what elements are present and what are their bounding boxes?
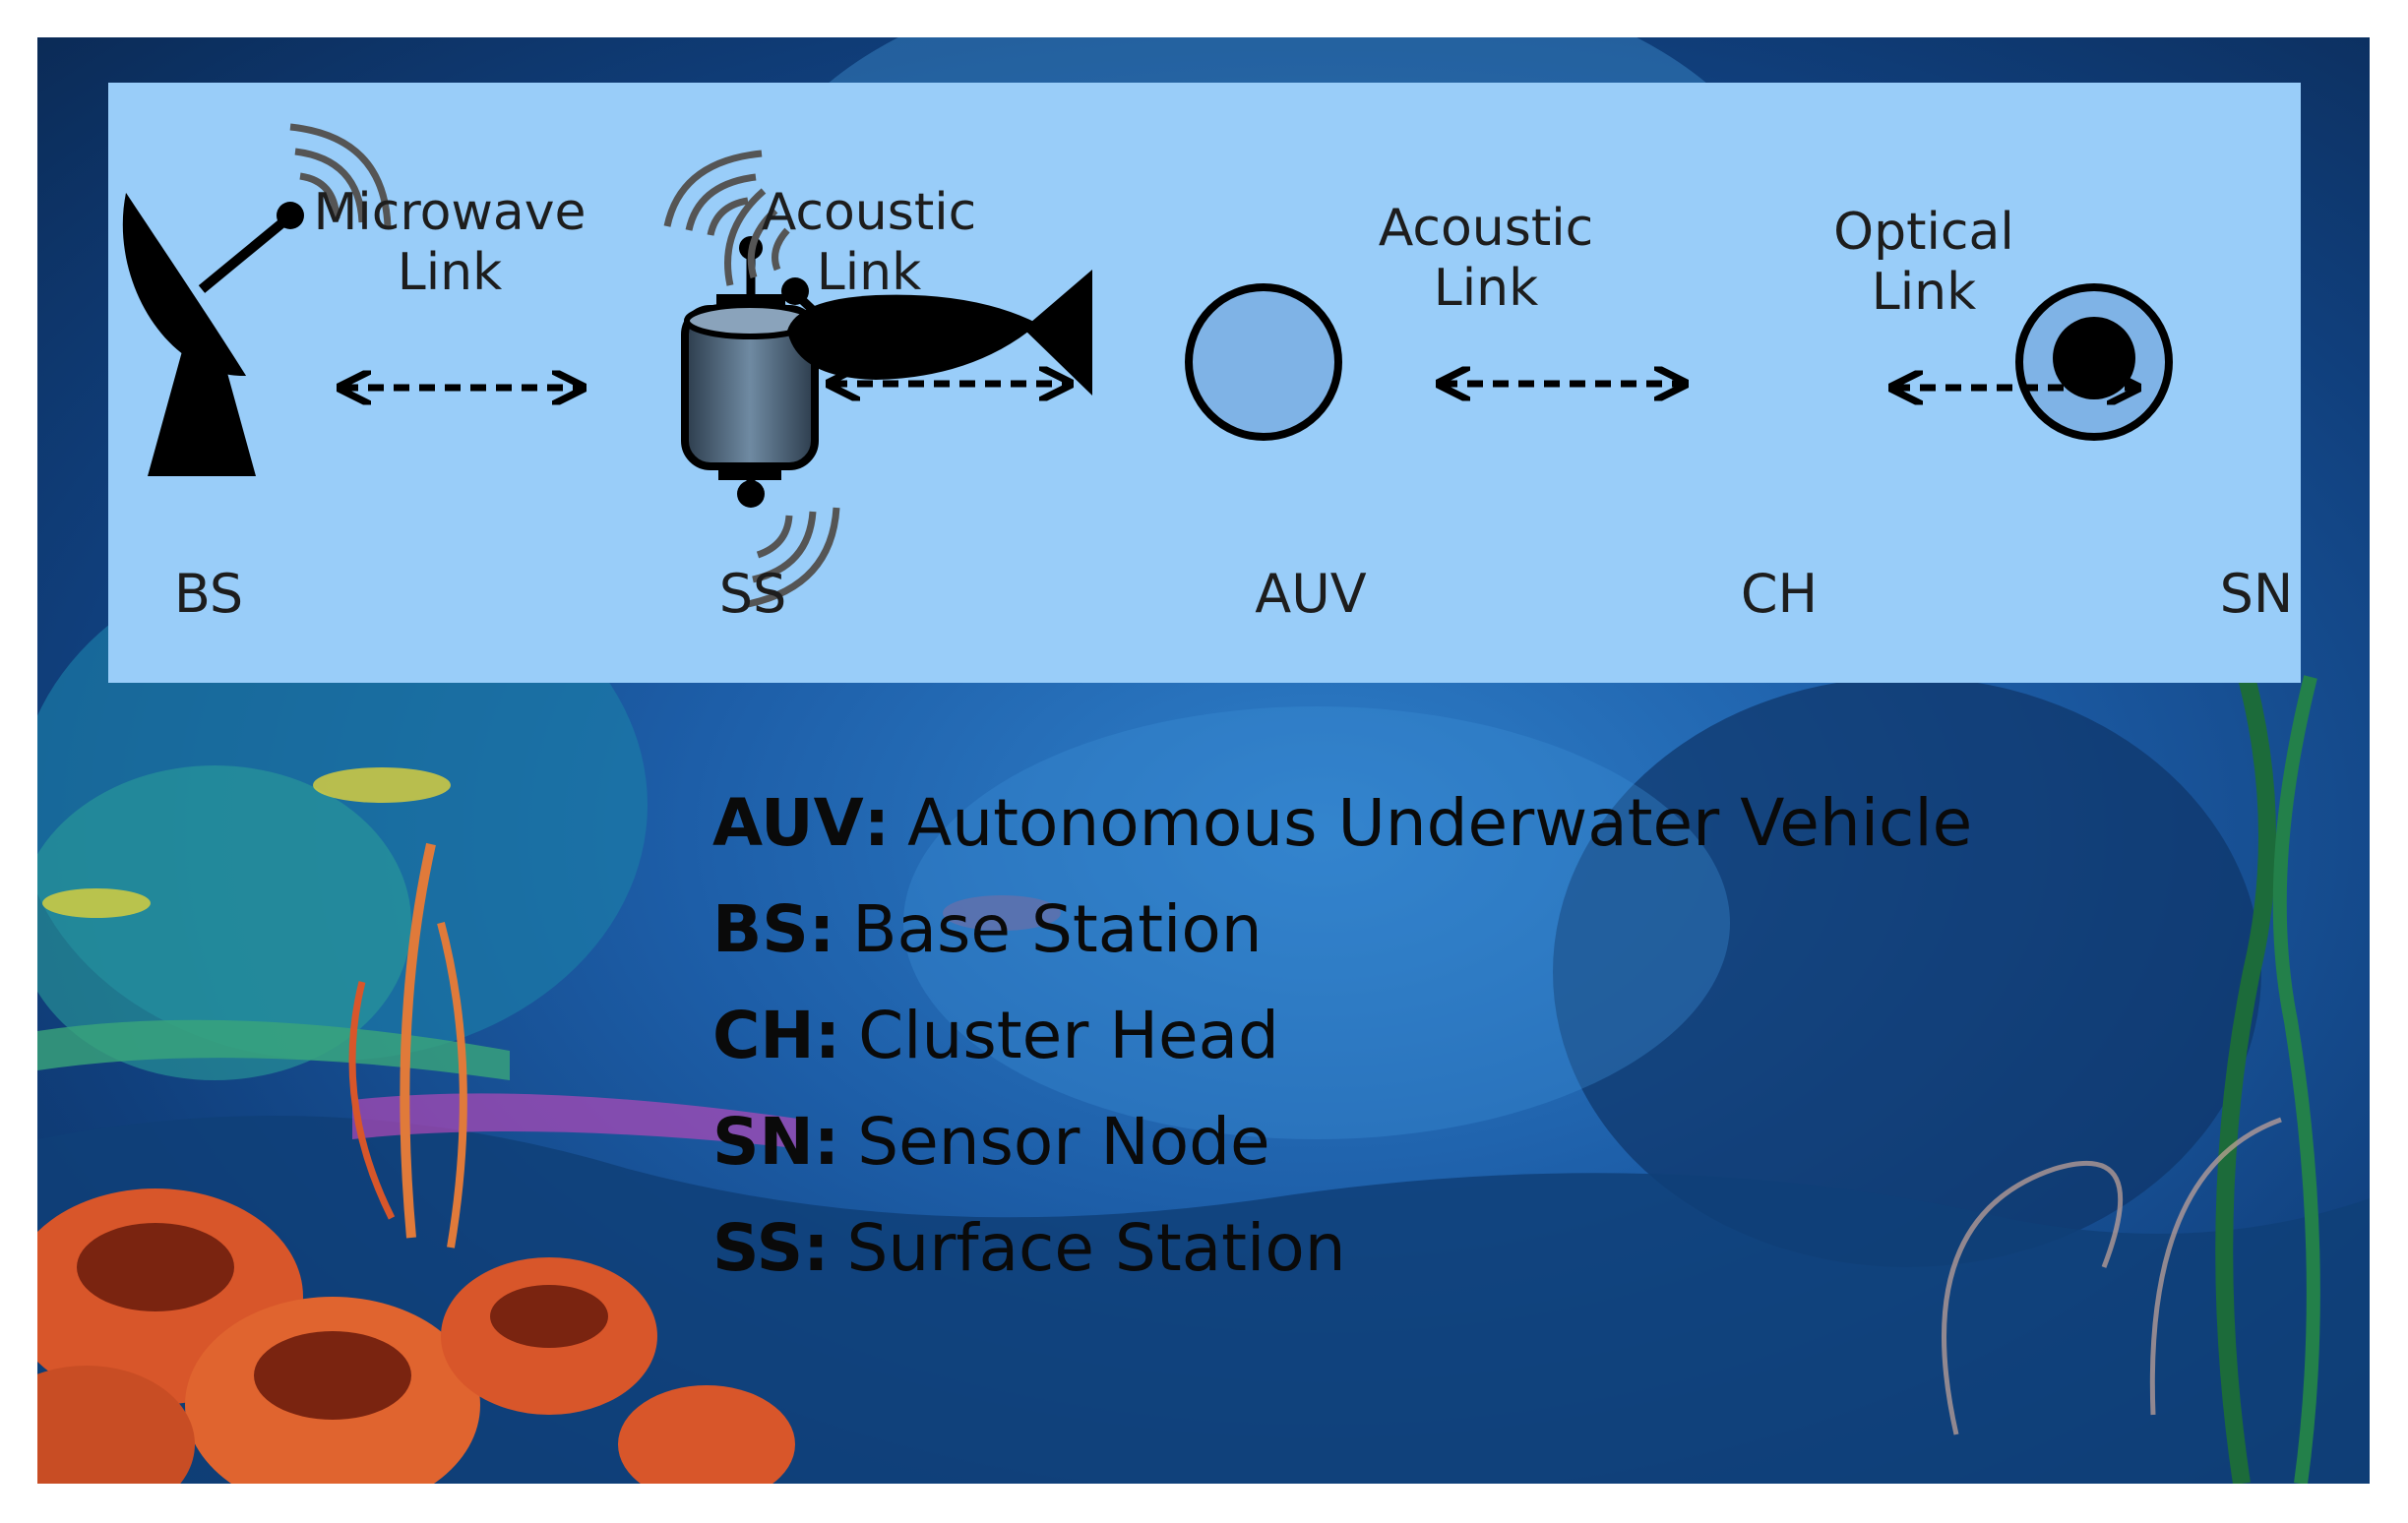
link-label-acoustic-auv-ch: Acoustic Link [1328,199,1643,320]
legend-key: SS [712,1210,804,1286]
legend-description: Sensor Node [857,1104,1270,1180]
legend-key: BS [712,891,809,967]
link-label-line: Link [1871,263,1977,323]
legend-description: Surface Station [846,1210,1346,1286]
link-label-optical: Optical Link [1766,203,2081,324]
cluster-head-icon [1185,283,1342,441]
node-label-sn: SN [2219,563,2294,625]
link-label-line: Link [397,243,503,303]
node-label-auv: AUV [1255,563,1367,625]
link-label-acoustic-ss-auv: Acoustic Link [711,183,1026,304]
signal-wave-icon [724,188,790,286]
legend-description: Autonomous Underwater Vehicle [907,785,1973,861]
signal-wave-icon [663,150,840,608]
legend-key: AUV [712,785,864,861]
node-label-bs: BS [173,563,244,625]
link-label-line: Link [816,243,922,303]
network-diagram-graphic [122,123,2173,608]
satellite-dish-icon [122,193,304,476]
legend-key: CH [712,998,815,1073]
legend-item: BS: Base Station [712,891,1263,967]
link-label-line: Microwave [313,183,587,242]
legend-item: SS: Surface Station [712,1210,1346,1286]
legend-description: Cluster Head [858,998,1279,1073]
abbreviation-legend: AUV: Autonomous Underwater Vehicle BS: B… [712,785,1972,1316]
node-label-ss: SS [718,563,787,625]
link-label-line: Link [1433,259,1539,319]
link-label-microwave: Microwave Link [292,183,607,304]
legend-item: SN: Sensor Node [712,1104,1270,1180]
legend-key: SN [712,1104,814,1180]
link-label-line: Optical [1833,203,2014,262]
signal-wave-icon [289,123,392,227]
node-label-ch: CH [1740,563,1819,625]
auv-icon [781,270,1092,396]
legend-item: CH: Cluster Head [712,998,1279,1073]
legend-item: AUV: Autonomous Underwater Vehicle [712,785,1973,861]
legend-description: Base Station [852,891,1263,967]
network-diagram-panel: Microwave Link Acoustic Link Acoustic Li… [108,83,2301,683]
underwater-background: Microwave Link Acoustic Link Acoustic Li… [37,37,2370,1484]
link-label-line: Acoustic [761,183,977,242]
link-label-line: Acoustic [1378,199,1594,258]
